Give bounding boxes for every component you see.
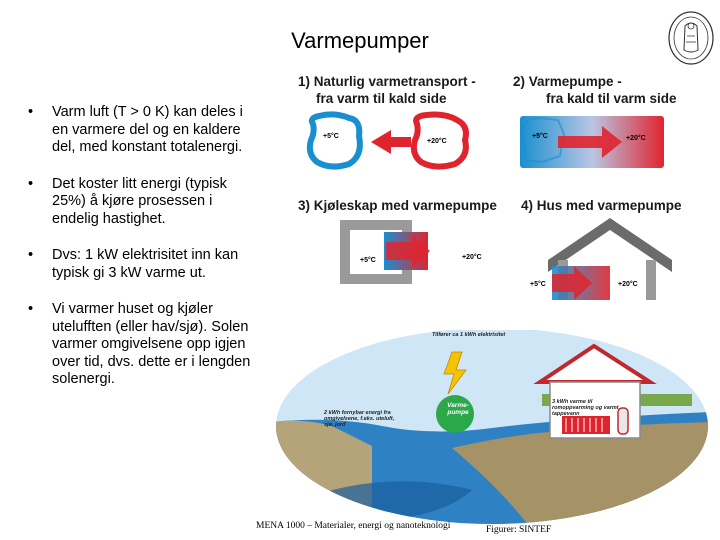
bullet-symbol: • — [28, 301, 34, 317]
university-seal-icon — [668, 11, 714, 65]
panel2-heading-line1: 2) Varmepumpe - — [513, 74, 622, 89]
house-heat-label: 3 kWh varme til romoppvarming og varmt t… — [552, 399, 619, 417]
panel1-arrow-icon — [371, 130, 411, 154]
panel2-heading-line2: fra kald til varm side — [546, 91, 677, 106]
bullet-item: • Varm luft (T > 0 K) kan deles i en varm… — [28, 104, 260, 157]
panel1-cold-temp: +5°C — [323, 133, 339, 140]
bullet-symbol: • — [28, 175, 34, 192]
figure-credit: Figurer: SINTEF — [486, 525, 552, 535]
panel4-heading: 4) Hus med varmepumpe — [521, 198, 682, 213]
bullet-item: • Vi varmer huset og kjøler utelufften (e… — [28, 301, 260, 389]
bullet-text: Vi varmer huset og kjøler utelufften (el… — [52, 301, 251, 387]
panel4-house-diagram — [548, 218, 672, 300]
panel1-diagram — [306, 111, 469, 170]
panel1-heading-line1: 1) Naturlig varmetransport - — [298, 74, 476, 89]
bullet-symbol: • — [28, 247, 34, 263]
bullet-text: Dvs: 1 kW elektrisitet inn kan typisk gi… — [52, 247, 239, 281]
panel2-cold-temp: +5°C — [532, 133, 548, 140]
bullet-item: • Det koster litt energi (typisk 25%) å k… — [28, 176, 260, 229]
heat-pump-house-illustration — [276, 330, 708, 524]
bullet-text: Varm luft (T > 0 K) kan deles i en varme… — [52, 104, 243, 155]
panel3-inside-temp: +5°C — [360, 257, 376, 264]
panel1-hot-temp: +20°C — [427, 138, 447, 145]
bullet-symbol: • — [28, 104, 34, 120]
ambient-energy-label: 2 kWh fornybar energi fra omgivelsene, f… — [324, 410, 395, 428]
panel4-arrow-icon — [552, 266, 592, 300]
water-heater-icon — [617, 407, 629, 435]
panel2-diagram — [520, 116, 664, 168]
panel2-hot-temp: +20°C — [626, 135, 646, 142]
panel3-arrow-icon — [386, 234, 430, 268]
pump-label: Varme-pumpe — [447, 402, 469, 416]
floor-heating-icon — [562, 416, 610, 434]
panel2-arrow-icon — [558, 126, 622, 158]
panel4-outside-temp: +5°C — [530, 281, 546, 288]
bullet-text: Det koster litt energi (typisk 25%) å kj… — [52, 175, 227, 227]
panel4-inside-temp: +20°C — [618, 281, 638, 288]
panel3-heading: 3) Kjøleskap med varmepumpe — [298, 198, 497, 213]
bullet-list: • Varm luft (T > 0 K) kan deles i en varm… — [28, 104, 260, 408]
slide-title: Varmepumper — [291, 28, 429, 53]
lightning-bolt-icon — [443, 351, 467, 395]
panel3-outside-temp: +20°C — [462, 254, 482, 261]
panel1-heading-line2: fra varm til kald side — [316, 91, 447, 106]
bullet-item: • Dvs: 1 kW elektrisitet inn kan typisk g… — [28, 247, 260, 282]
course-footer: MENA 1000 – Materialer, energi og nanote… — [256, 521, 451, 531]
electricity-label: Tilfører ca 1 kWh elektrisitet — [432, 332, 506, 338]
panel3-fridge-diagram — [340, 220, 430, 284]
heat-pump-circle — [436, 395, 474, 433]
